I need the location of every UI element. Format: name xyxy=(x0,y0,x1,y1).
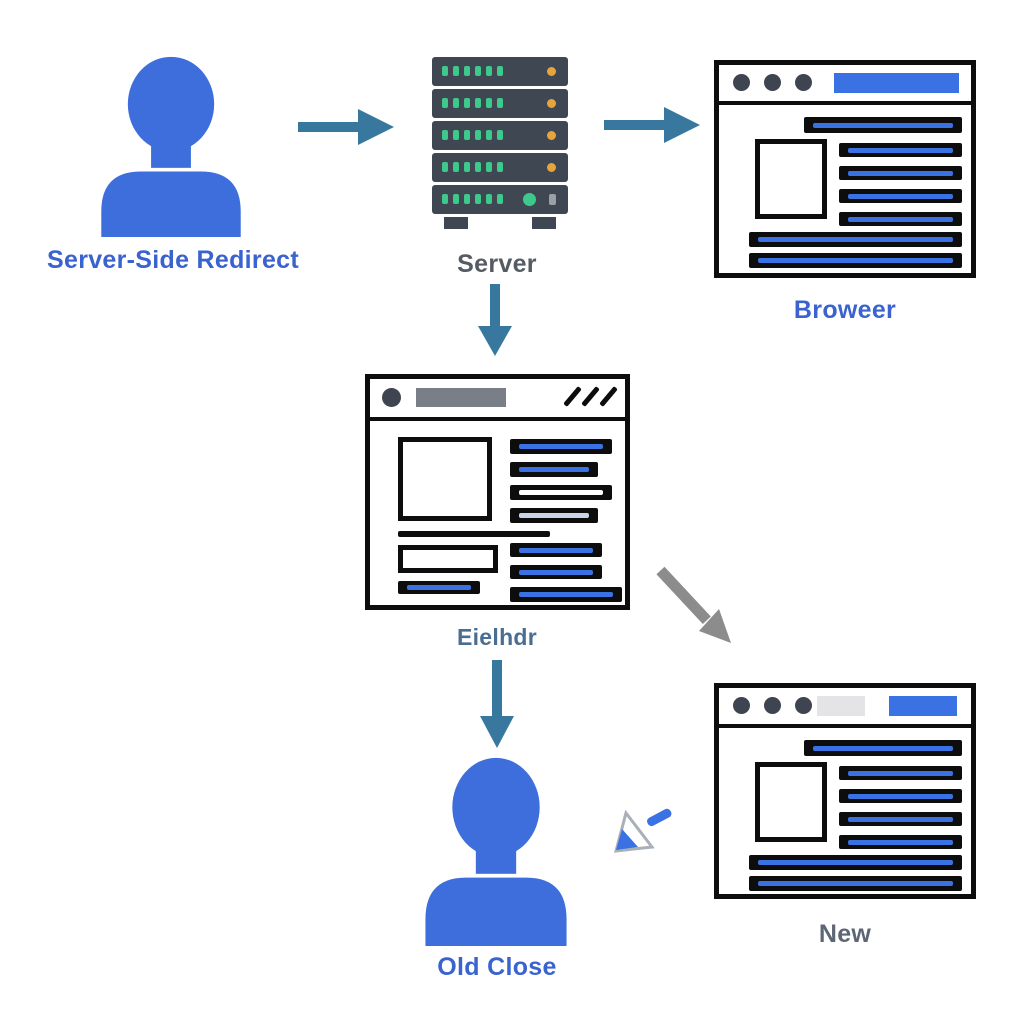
browser-middle-label: Eielhdr xyxy=(456,624,538,650)
arrow-server-to-middle-browser xyxy=(473,282,517,358)
arrow-server-to-browser xyxy=(602,103,702,147)
text-line-bar xyxy=(839,766,962,780)
browser-toolbar xyxy=(719,688,971,728)
text-line-bar xyxy=(749,232,962,247)
server-unit xyxy=(432,185,568,214)
text-line-bar xyxy=(510,587,622,602)
search-box xyxy=(817,696,865,716)
text-line-bar xyxy=(510,485,612,500)
image-placeholder xyxy=(755,762,827,842)
person-icon xyxy=(88,55,254,237)
server-unit xyxy=(432,153,568,182)
text-line-bar xyxy=(839,835,962,849)
text-line-bar xyxy=(839,812,962,826)
address-bar xyxy=(416,388,506,407)
action-button xyxy=(889,696,957,716)
image-placeholder xyxy=(398,437,492,521)
text-line-bar xyxy=(510,462,598,477)
text-line-bar xyxy=(839,143,962,157)
browser-window-icon xyxy=(714,683,976,899)
window-dots-icon xyxy=(733,74,812,91)
server-unit xyxy=(432,89,568,118)
server-unit xyxy=(432,121,568,150)
browser-top-label: Broweer xyxy=(793,296,897,324)
window-dot-icon xyxy=(382,388,401,407)
divider-line xyxy=(398,531,550,537)
menu-slashes-icon xyxy=(563,385,618,408)
text-line-bar xyxy=(398,581,480,594)
server-rack-icon xyxy=(432,57,568,229)
browser-toolbar xyxy=(719,65,971,105)
text-line-bar xyxy=(839,166,962,180)
browser-window-icon xyxy=(365,374,630,610)
arrow-middle-browser-to-old-user xyxy=(475,658,519,750)
arrow-middle-browser-to-new-browser xyxy=(655,563,747,655)
text-line-bar xyxy=(839,212,962,226)
server-feet xyxy=(432,217,568,229)
text-line-bar xyxy=(510,439,612,454)
text-line-bar xyxy=(749,253,962,268)
cursor-icon xyxy=(608,795,672,859)
text-line-bar xyxy=(749,876,962,891)
text-line-bar xyxy=(510,508,598,523)
person-icon xyxy=(412,756,580,946)
text-line-bar xyxy=(510,565,602,579)
address-bar xyxy=(834,73,959,93)
input-placeholder xyxy=(398,545,498,573)
browser-toolbar xyxy=(370,379,625,421)
user-label: Server-Side Redirect xyxy=(47,246,299,274)
text-line-bar xyxy=(839,189,962,203)
text-line-bar xyxy=(804,740,962,756)
server-label: Server xyxy=(457,250,537,278)
text-line-bar xyxy=(510,543,602,557)
text-line-bar xyxy=(804,117,962,133)
window-dots-icon xyxy=(733,697,812,714)
browser-new-label: New xyxy=(818,920,872,948)
image-placeholder xyxy=(755,139,827,219)
browser-window-icon xyxy=(714,60,976,278)
server-unit xyxy=(432,57,568,86)
arrow-user-to-server xyxy=(296,105,396,149)
text-line-bar xyxy=(839,789,962,803)
text-line-bar xyxy=(749,855,962,870)
old-user-label: Old Close xyxy=(437,953,557,981)
